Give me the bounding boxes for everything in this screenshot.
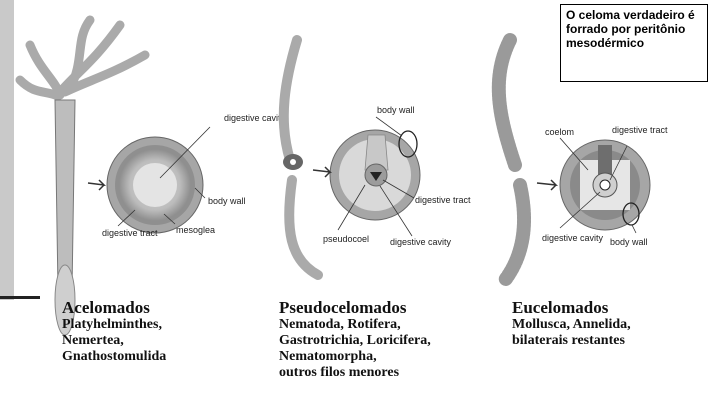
caption-line: Nemertea, [62,333,166,349]
caption-title: Acelomados [62,300,166,316]
caption-line: Nematoda, Rotifera, [279,317,431,333]
eucoelomate-organism [499,40,524,280]
caption-line: Platyhelminthes, [62,317,166,333]
label-digestive-tract-1: digestive tract [102,228,158,238]
caption-title: Eucelomados [512,300,631,316]
label-digestive-tract-2: digestive tract [415,195,471,205]
caption-line: outros filos menores [279,365,431,381]
acoelomate-cross-section [88,127,210,233]
label-body-wall-1: body wall [208,196,246,206]
caption-line: Nematomorpha, [279,349,431,365]
caption-line: Mollusca, Annelida, [512,317,631,333]
caption-line: Gastrotrichia, Loricifera, [279,333,431,349]
label-pseudocoel: pseudocoel [323,234,369,244]
eucoelomate-cross-section [537,138,650,233]
label-body-wall-3: body wall [610,237,648,247]
caption-line: bilaterais restantes [512,333,631,349]
label-digestive-cavity-1: digestive cavity [224,113,286,123]
label-digestive-cavity-3: digestive cavity [542,233,604,243]
caption-line: Gnathostomulida [62,349,166,365]
label-mesoglea: mesoglea [176,225,215,235]
pseudocoelomate-cross-section [313,117,420,236]
coelom-note: O celoma verdadeiro é forrado por peritô… [560,4,708,82]
label-digestive-cavity-2: digestive cavity [390,237,452,247]
label-coelom: coelom [545,127,574,137]
label-body-wall-2: body wall [377,105,415,115]
label-digestive-tract-3: digestive tract [612,125,668,135]
caption-acoelomates: Acelomados Platyhelminthes, Nemertea, Gn… [62,300,166,365]
caption-eucoelomates: Eucelomados Mollusca, Annelida, bilatera… [512,300,631,349]
caption-title: Pseudocelomados [279,300,431,316]
pseudocoelomate-organism [283,40,318,275]
caption-pseudocoelomates: Pseudocelomados Nematoda, Rotifera, Gast… [279,300,431,381]
